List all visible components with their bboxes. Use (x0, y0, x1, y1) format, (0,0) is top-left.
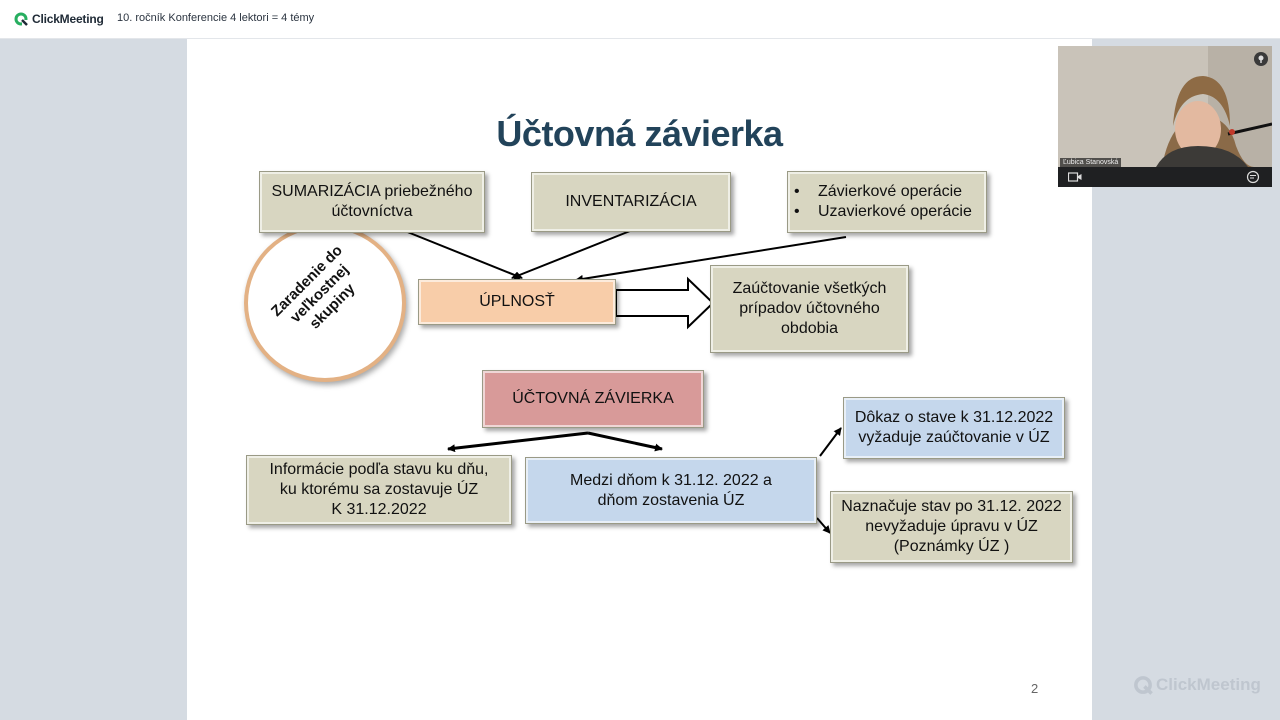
watermark-logo-icon (1134, 676, 1153, 695)
box-dokaz: Dôkaz o stave k 31.12.2022 vyžaduje zaúč… (843, 397, 1065, 459)
box-zauctovanie-line1: Zaúčtovanie všetkých (732, 280, 887, 297)
box-sumarizacia: SUMARIZÁCIA priebežného účtovníctva (259, 171, 485, 233)
box-inventarizacia: INVENTARIZÁCIA (531, 172, 731, 232)
presenter-video-tile[interactable]: Ľubica Stanovská (1058, 46, 1272, 187)
box-naznacuje-line3: (Poznámky ÚZ ) (893, 538, 1010, 555)
clickmeeting-watermark: ClickMeeting (1133, 675, 1261, 695)
box-medzi-line1: Medzi dňom k 31.12. 2022 a (570, 471, 772, 489)
box-zauctovanie-line2: prípadov účtovného (739, 300, 880, 317)
box-sumarizacia-line1: SUMARIZÁCIA priebežného (271, 183, 473, 200)
box-uctovna-zavierka-label: ÚČTOVNÁ ZÁVIERKA (512, 390, 674, 407)
video-controls-bar (1058, 167, 1272, 187)
clickmeeting-logo-icon (14, 12, 28, 26)
camera-icon[interactable] (1068, 172, 1082, 182)
box-operacie: Závierkové operácie Uzavierkové operácie (787, 171, 987, 233)
slide-page-number: 2 (1031, 681, 1039, 696)
box-uplnost: ÚPLNOSŤ (418, 279, 616, 325)
top-bar: ClickMeeting 10. ročník Konferencie 4 le… (0, 0, 1280, 39)
box-sumarizacia-line2: účtovníctva (331, 203, 413, 220)
watermark-text: ClickMeeting (1156, 675, 1261, 694)
box-informacie-line1: Informácie podľa stavu ku dňu, (269, 461, 489, 478)
clickmeeting-logo[interactable]: ClickMeeting (14, 11, 104, 27)
box-dokaz-line1: Dôkaz o stave k 31.12.2022 (854, 409, 1054, 426)
chat-icon[interactable] (1246, 170, 1260, 184)
box-zauctovanie: Zaúčtovanie všetkých prípadov účtovného … (710, 265, 909, 353)
box-medzi-line2: dňom zostavenia ÚZ (597, 491, 745, 509)
box-informacie: Informácie podľa stavu ku dňu, ku ktorém… (246, 455, 512, 525)
slide-title: Účtovná závierka (496, 113, 783, 154)
box-medzi: Medzi dňom k 31.12. 2022 a dňom zostaven… (525, 457, 817, 524)
box-uctovna-zavierka: ÚČTOVNÁ ZÁVIERKA (482, 370, 704, 428)
bullet-uzavierkove: Uzavierkové operácie (794, 202, 982, 222)
box-naznacuje-line1: Naznačuje stav po 31.12. 2022 (841, 498, 1062, 515)
pin-icon[interactable] (1254, 52, 1268, 66)
box-naznacuje-line2: nevyžaduje úpravu v ÚZ (865, 518, 1038, 535)
box-informacie-line3: K 31.12.2022 (331, 501, 427, 518)
oval-shape (244, 224, 406, 382)
box-naznacuje: Naznačuje stav po 31.12. 2022 nevyžaduje… (830, 491, 1073, 563)
meeting-title: 10. ročník Konferencie 4 lektori = 4 tém… (117, 12, 315, 24)
box-zauctovanie-line3: obdobia (781, 320, 838, 337)
box-uplnost-label: ÚPLNOSŤ (479, 293, 555, 310)
box-inventarizacia-label: INVENTARIZÁCIA (565, 193, 697, 210)
box-informacie-line2: ku ktorému sa zostavuje ÚZ (279, 481, 479, 498)
box-dokaz-line2: vyžaduje zaúčtovanie v ÚZ (858, 429, 1050, 446)
participant-name-tag: Ľubica Stanovská (1060, 158, 1122, 167)
presenter-video-feed (1058, 46, 1272, 187)
bullet-zavierkove: Závierkové operácie (794, 182, 982, 202)
logo-text: ClickMeeting (32, 12, 104, 26)
